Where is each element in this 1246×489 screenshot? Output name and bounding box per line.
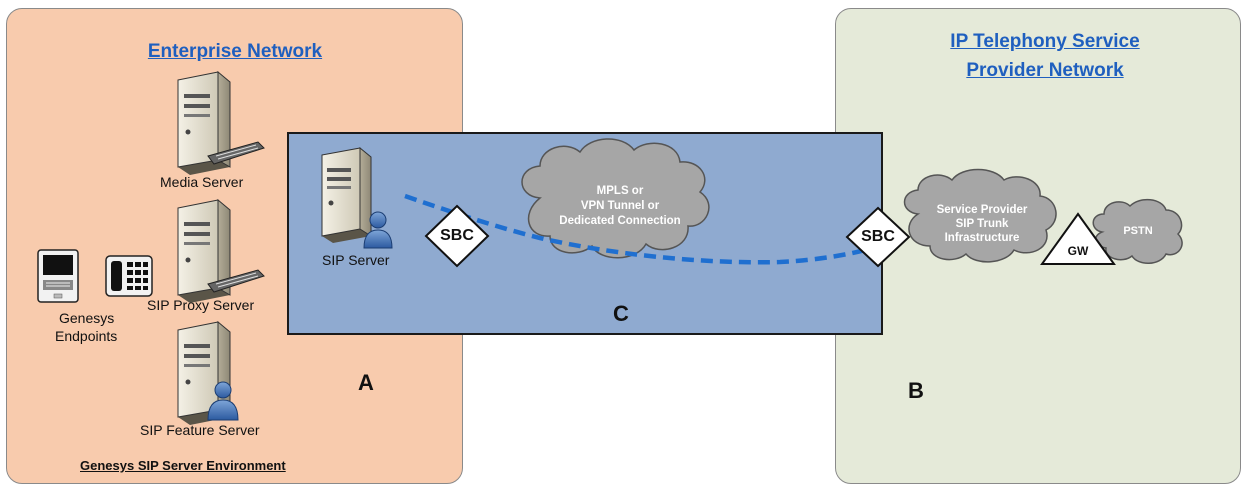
sip-proxy-server-label: SIP Proxy Server: [147, 297, 255, 313]
sip-feature-server-label: SIP Feature Server: [140, 422, 260, 438]
pstn-label: PSTN: [1123, 225, 1153, 237]
media-server-label: Media Server: [160, 174, 244, 190]
sip-proxy-server-icon: [177, 198, 265, 303]
sbc-right-icon: [845, 206, 911, 268]
sbc-left-icon: [424, 204, 490, 268]
sip-server-label: SIP Server: [322, 252, 390, 268]
mpls-cloud-line2: VPN Tunnel or: [580, 200, 660, 212]
mpls-cloud-icon: [521, 138, 710, 259]
provider-title-line2: Provider Network: [966, 60, 1124, 81]
endpoints-label-line2: Endpoints: [55, 328, 118, 344]
gateway-icon: [1040, 212, 1116, 265]
zone-b-label: B: [908, 378, 924, 403]
zone-a-label: A: [358, 370, 374, 395]
sip-trunk-cloud-icon: [903, 168, 1057, 263]
mpls-cloud-line3: Dedicated Connection: [559, 215, 681, 227]
sbc-right-label: SBC: [861, 228, 895, 245]
endpoints-label-line1: Genesys: [59, 310, 115, 326]
zone-c-label: C: [613, 301, 629, 326]
media-server-icon: [177, 70, 265, 175]
sp-cloud-line3: Infrastructure: [944, 232, 1020, 244]
sp-cloud-line2: SIP Trunk: [955, 218, 1009, 230]
sbc-left-label: SBC: [440, 227, 474, 244]
sip-feature-server-icon: [177, 320, 239, 425]
mpls-cloud-line1: MPLS or: [596, 185, 644, 197]
sp-cloud-line1: Service Provider: [936, 204, 1028, 216]
provider-title-line1: IP Telephony Service: [950, 31, 1140, 52]
enterprise-title: Enterprise Network: [147, 41, 323, 62]
dashed-link-line: [404, 193, 866, 265]
phone-endpoint-icon: [105, 255, 153, 297]
laptop-endpoint-icon: [37, 249, 79, 303]
sip-server-icon: [321, 146, 393, 249]
enterprise-footer: Genesys SIP Server Environment: [80, 458, 286, 473]
gateway-label: GW: [1067, 244, 1089, 258]
